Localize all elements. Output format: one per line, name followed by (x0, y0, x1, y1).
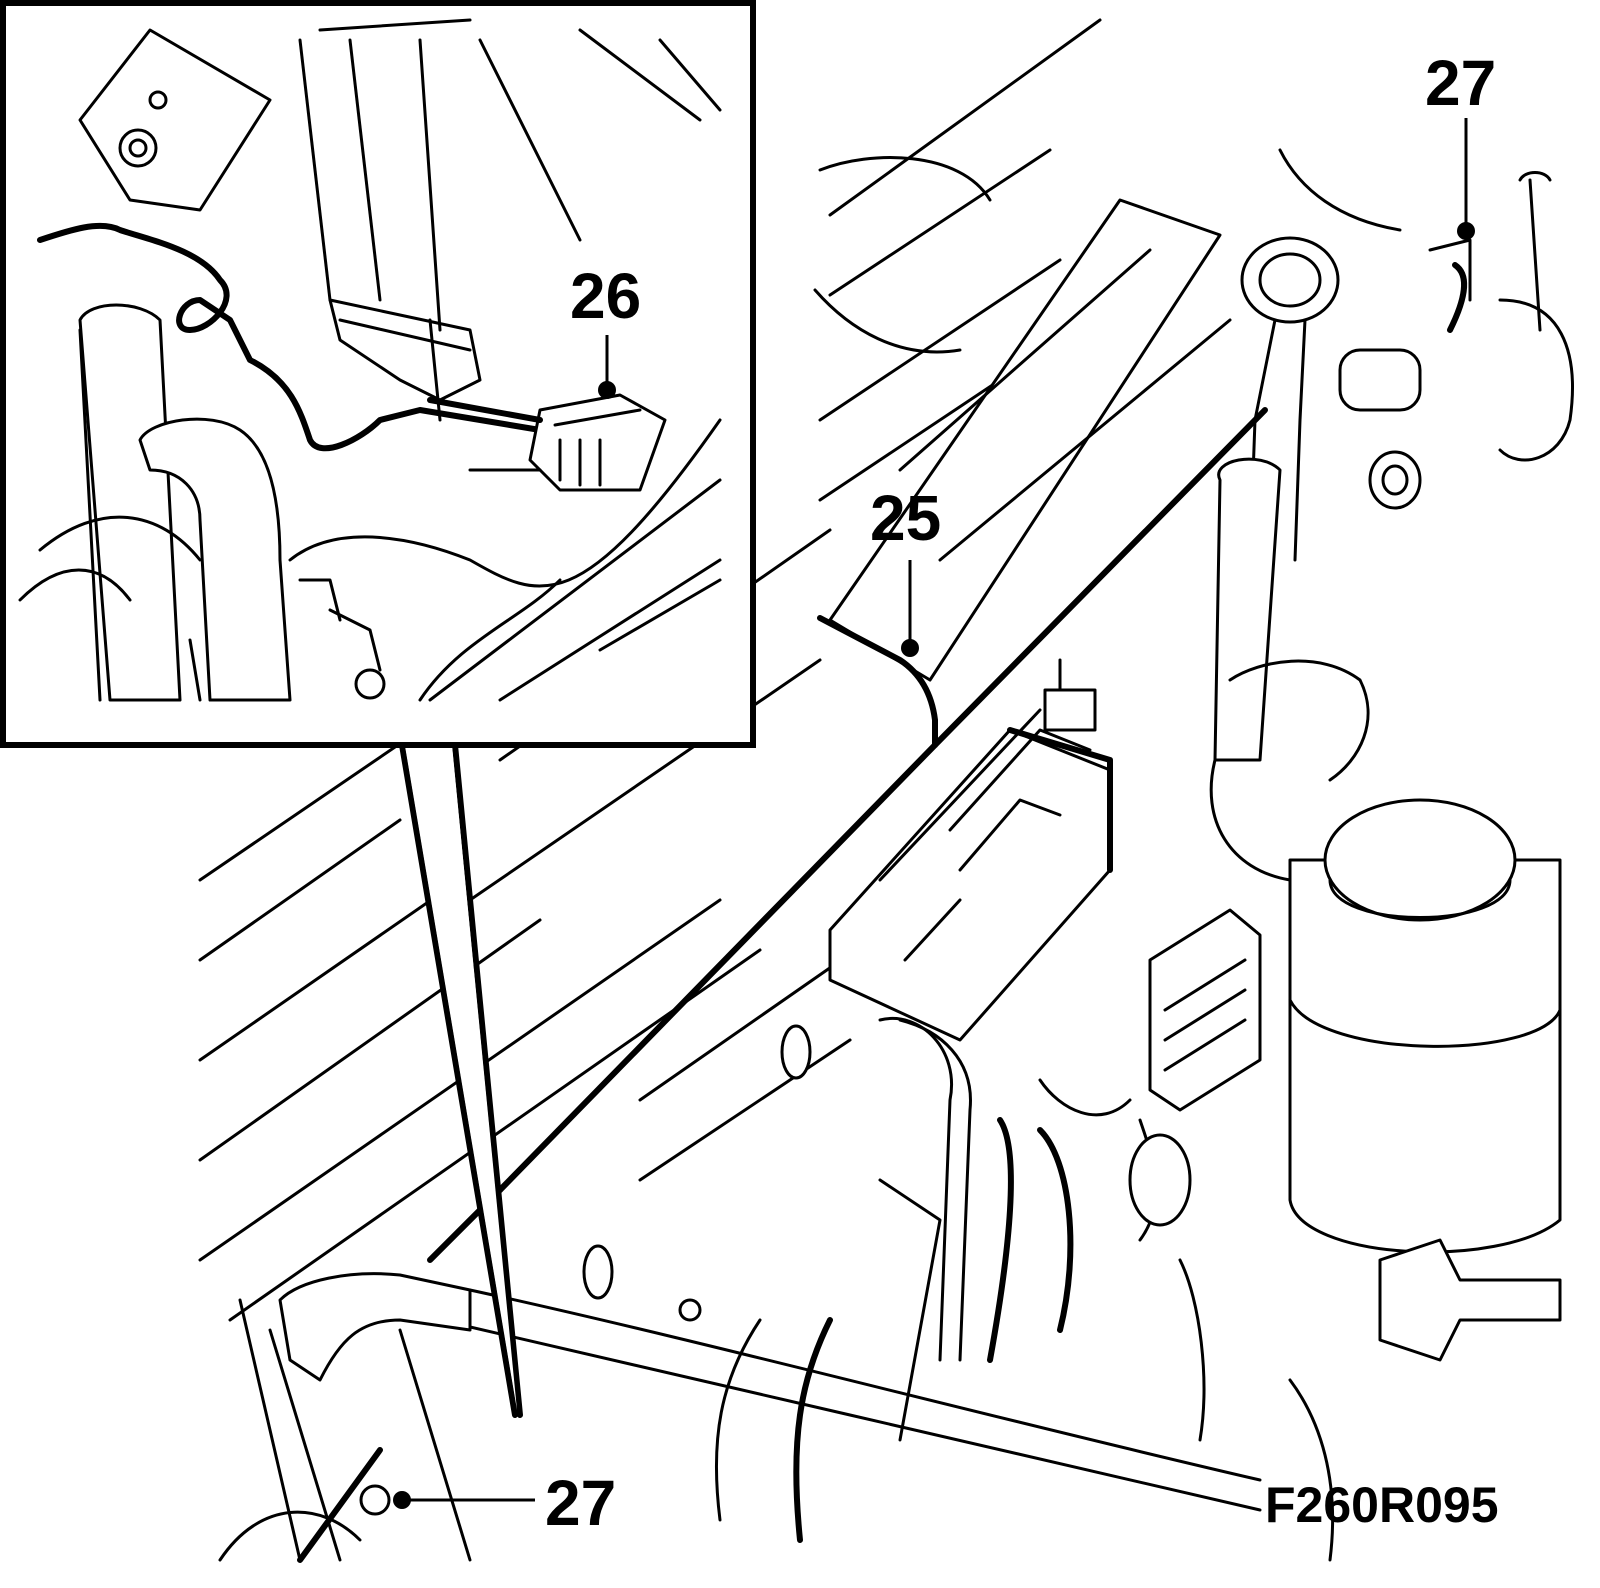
strut (1209, 457, 1370, 882)
callout-27-bottom-label: 27 (545, 1467, 616, 1539)
main-view: 25 27 27 F260R095 (198, 18, 1574, 1563)
lower-right-pipe (1178, 1238, 1562, 1562)
fuse-box (828, 658, 1113, 1042)
callout-26: 26 (570, 260, 641, 399)
upper-right-engine (1338, 171, 1574, 510)
inset-drawing (18, 18, 722, 702)
callout-25: 25 (870, 482, 941, 657)
hoses (714, 1017, 1192, 1543)
callout-27-top-label: 27 (1425, 47, 1496, 119)
figure-reference-code: F260R095 (1265, 1477, 1499, 1533)
detail-inset: 26 (0, 0, 756, 1418)
connector-block (1148, 908, 1262, 1112)
dipstick-ring (1240, 236, 1340, 562)
callout-26-label: 26 (570, 260, 641, 332)
holes (582, 1024, 812, 1322)
cross-member (427, 198, 1268, 1263)
lower-left-assembly (218, 1272, 472, 1563)
headlamp-arcs (813, 148, 1402, 354)
callout-27-bottom: 27 (359, 1467, 616, 1539)
callout-25-label: 25 (870, 482, 941, 554)
front-rail (438, 1288, 1262, 1512)
reservoir (1288, 798, 1562, 1254)
callout-27-top: 27 (1425, 47, 1496, 240)
